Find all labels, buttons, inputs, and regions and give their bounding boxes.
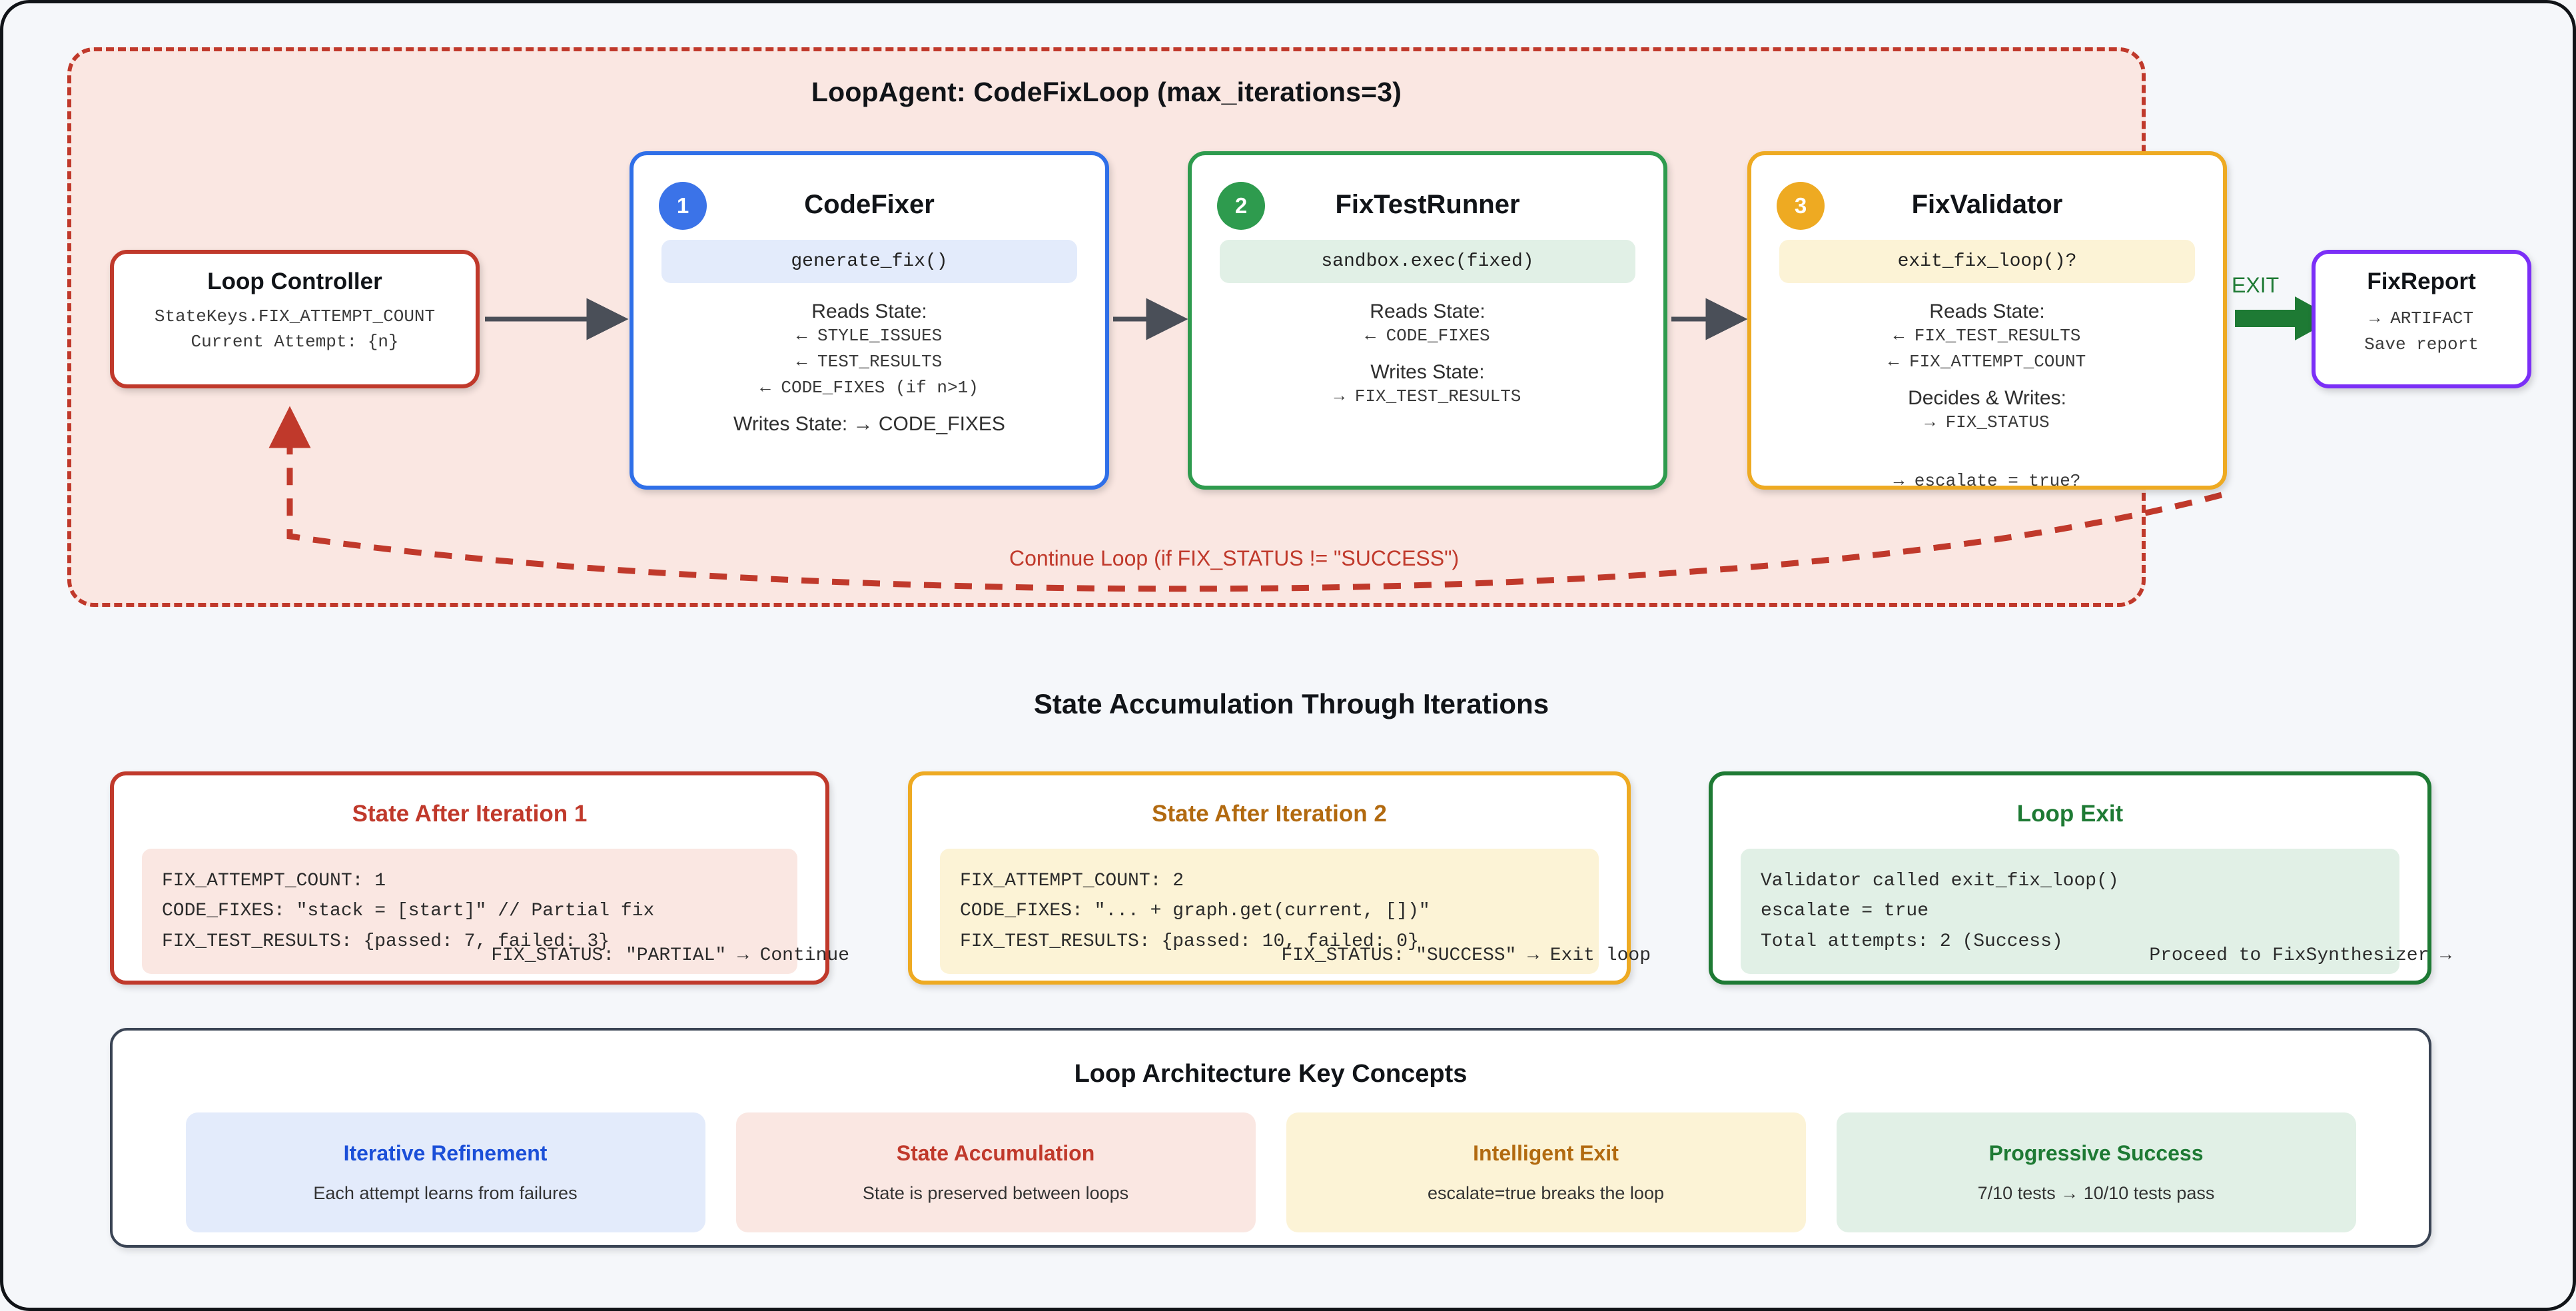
fixvalidator-title: FixValidator bbox=[1911, 190, 2063, 219]
fixvalidator-call-chip: exit_fix_loop()? bbox=[1779, 240, 2195, 283]
state-card-3-line-2: Total attempts: 2 (Success) bbox=[1761, 931, 2063, 952]
state-card-iteration-2[interactable]: State After Iteration 2 FIX_ATTEMPT_COUN… bbox=[908, 771, 1651, 985]
step-badge-2: 2 bbox=[1217, 182, 1265, 230]
fixreport-save: Save report bbox=[2364, 334, 2479, 354]
fixtestrunner-writes-label: Writes State: bbox=[1370, 361, 1485, 383]
fixvalidator-read-1: ← FIX_ATTEMPT_COUNT bbox=[1888, 352, 2086, 372]
concept-1-sub: State is preserved between loops bbox=[862, 1183, 1129, 1203]
state-card-3-footer: Proceed to FixSynthesizer → bbox=[2149, 945, 2451, 966]
fixreport-artifact: → ARTIFACT bbox=[2369, 308, 2474, 328]
fixreport-title: FixReport bbox=[2367, 268, 2476, 294]
state-card-loop-exit[interactable]: Loop Exit Validator called exit_fix_loop… bbox=[1709, 771, 2451, 985]
step-badge-1: 1 bbox=[659, 182, 707, 230]
state-card-1-line-1: CODE_FIXES: "stack = [start]" // Partial… bbox=[162, 901, 655, 922]
fixvalidator-node[interactable]: 3 FixValidator exit_fix_loop()? Reads St… bbox=[1747, 151, 2227, 491]
fixreport-node[interactable]: FixReport → ARTIFACT Save report bbox=[2312, 250, 2531, 388]
concept-iterative-refinement[interactable]: Iterative Refinement Each attempt learns… bbox=[185, 1112, 705, 1232]
concept-0-sub: Each attempt learns from failures bbox=[313, 1183, 578, 1203]
concept-state-accumulation[interactable]: State Accumulation State is preserved be… bbox=[735, 1112, 1256, 1232]
codefixer-node[interactable]: 1 CodeFixer generate_fix() Reads State: … bbox=[630, 151, 1109, 490]
fixtestrunner-reads-label: Reads State: bbox=[1370, 300, 1486, 322]
concept-progressive-success[interactable]: Progressive Success 7/10 tests → 10/10 t… bbox=[1836, 1112, 2356, 1232]
key-concepts-row: Iterative Refinement Each attempt learns… bbox=[113, 1112, 2429, 1232]
state-card-3-body: Validator called exit_fix_loop() escalat… bbox=[1741, 849, 2399, 975]
codefixer-read-1: ← TEST_RESULTS bbox=[796, 352, 943, 372]
state-card-2-line-2: FIX_TEST_RESULTS: {passed: 10, failed: 0… bbox=[960, 931, 1419, 952]
key-concepts-title: Loop Architecture Key Concepts bbox=[1074, 1060, 1468, 1088]
continue-loop-label: Continue Loop (if FIX_STATUS != "SUCCESS… bbox=[1009, 546, 1460, 570]
state-card-2-line-0: FIX_ATTEMPT_COUNT: 2 bbox=[960, 871, 1184, 891]
concept-2-title: Intelligent Exit bbox=[1473, 1141, 1619, 1165]
concept-intelligent-exit[interactable]: Intelligent Exit escalate=true breaks th… bbox=[1286, 1112, 1806, 1232]
state-card-2-title: State After Iteration 2 bbox=[1152, 801, 1387, 827]
state-card-iteration-1[interactable]: State After Iteration 1 FIX_ATTEMPT_COUN… bbox=[110, 771, 849, 985]
fixtestrunner-title: FixTestRunner bbox=[1335, 190, 1520, 219]
loop-controller-statekey: StateKeys.FIX_ATTEMPT_COUNT bbox=[154, 306, 436, 326]
codefixer-reads-label: Reads State: bbox=[811, 300, 927, 322]
loop-agent-title: LoopAgent: CodeFixLoop (max_iterations=3… bbox=[811, 77, 1402, 107]
fixvalidator-write-1: → escalate = true? bbox=[1893, 471, 2081, 491]
state-card-1-line-0: FIX_ATTEMPT_COUNT: 1 bbox=[162, 871, 386, 891]
fixtestrunner-node[interactable]: 2 FixTestRunner sandbox.exec(fixed) Read… bbox=[1188, 151, 1667, 490]
state-card-3-line-0: Validator called exit_fix_loop() bbox=[1761, 871, 2119, 891]
state-card-2-body: FIX_ATTEMPT_COUNT: 2 CODE_FIXES: "... + … bbox=[940, 849, 1599, 975]
fixvalidator-reads-label: Reads State: bbox=[1929, 300, 2045, 322]
concept-3-sub: 7/10 tests → 10/10 tests pass bbox=[1977, 1183, 2215, 1203]
state-card-3-title: Loop Exit bbox=[2016, 801, 2124, 827]
step-badge-3: 3 bbox=[1777, 182, 1825, 230]
exit-label: EXIT bbox=[2232, 273, 2280, 297]
state-card-1-line-2: FIX_TEST_RESULTS: {passed: 7, failed: 3} bbox=[162, 931, 610, 952]
fixtestrunner-call-chip: sandbox.exec(fixed) bbox=[1220, 240, 1635, 283]
loop-controller-node[interactable]: Loop Controller StateKeys.FIX_ATTEMPT_CO… bbox=[110, 250, 480, 388]
codefixer-read-2: ← CODE_FIXES (if n>1) bbox=[760, 378, 979, 398]
concept-1-title: State Accumulation bbox=[896, 1141, 1095, 1165]
state-card-2-footer: FIX_STATUS: "SUCCESS" → Exit loop bbox=[1281, 945, 1651, 966]
loop-controller-attempt: Current Attempt: {n} bbox=[191, 331, 399, 352]
fixtestrunner-write-0: → FIX_TEST_RESULTS bbox=[1334, 386, 1521, 406]
fixtestrunner-read-0: ← CODE_FIXES bbox=[1365, 326, 1490, 346]
concept-0-title: Iterative Refinement bbox=[343, 1141, 548, 1165]
loop-controller-title: Loop Controller bbox=[207, 268, 382, 294]
fixvalidator-write-0: → FIX_STATUS bbox=[1925, 412, 2050, 432]
state-card-1-footer: FIX_STATUS: "PARTIAL" → Continue bbox=[491, 945, 849, 966]
state-card-1-body: FIX_ATTEMPT_COUNT: 1 CODE_FIXES: "stack … bbox=[142, 849, 797, 975]
codefixer-call-chip: generate_fix() bbox=[661, 240, 1077, 283]
fixvalidator-read-0: ← FIX_TEST_RESULTS bbox=[1893, 326, 2081, 346]
concept-3-title: Progressive Success bbox=[1988, 1141, 2204, 1165]
state-section-title: State Accumulation Through Iterations bbox=[1033, 688, 1549, 719]
key-concepts-panel: Loop Architecture Key Concepts Iterative… bbox=[110, 1028, 2431, 1248]
state-card-3-line-1: escalate = true bbox=[1761, 901, 1929, 922]
codefixer-writes-label: Writes State: → CODE_FIXES bbox=[733, 413, 1005, 435]
state-card-2-line-1: CODE_FIXES: "... + graph.get(current, []… bbox=[960, 901, 1430, 922]
codefixer-read-0: ← STYLE_ISSUES bbox=[796, 326, 943, 346]
fixvalidator-writes-label: Decides & Writes: bbox=[1908, 387, 2066, 409]
codefixer-title: CodeFixer bbox=[804, 190, 935, 219]
state-card-1-title: State After Iteration 1 bbox=[352, 801, 588, 827]
concept-2-sub: escalate=true breaks the loop bbox=[1428, 1183, 1664, 1203]
